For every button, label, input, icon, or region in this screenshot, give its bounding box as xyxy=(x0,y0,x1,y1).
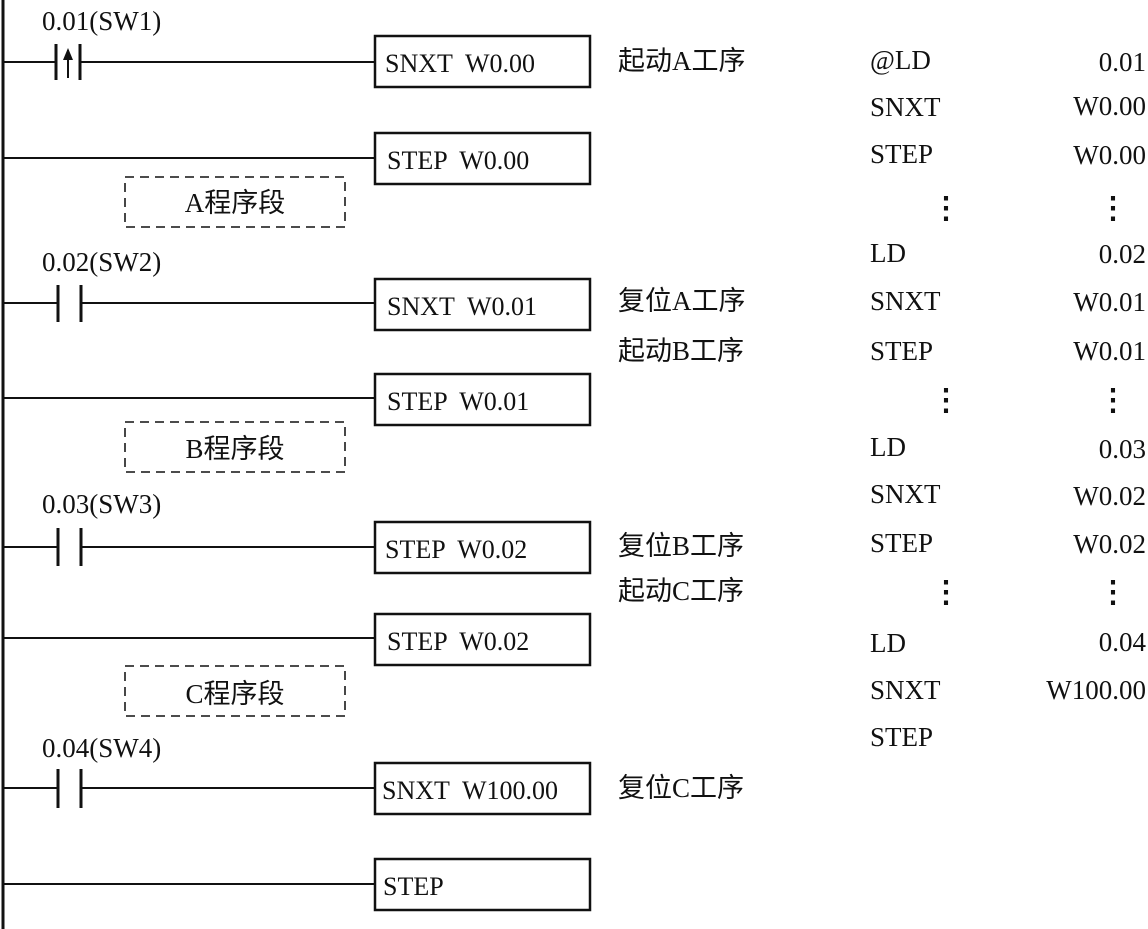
instruction-arg: W0.01 xyxy=(1073,287,1146,317)
instruction-op: @LD xyxy=(870,45,931,75)
instruction-box xyxy=(373,131,592,186)
instruction-arg: W0.02 xyxy=(1073,529,1146,559)
note-reset-c: 复位C工序 xyxy=(618,773,744,803)
instruction-arg: 0.03 xyxy=(1099,434,1146,464)
note-reset-a: 复位A工序 xyxy=(618,286,746,316)
instruction-arg: W0.01 xyxy=(1073,336,1146,366)
ellipsis-vertical: ⋮ xyxy=(1098,384,1128,417)
instruction-box xyxy=(373,34,592,89)
ellipsis-vertical: ⋮ xyxy=(1098,576,1128,609)
rising-edge-arrowhead xyxy=(63,48,73,60)
contact-label-sw2: 0.02(SW2) xyxy=(42,247,161,277)
instruction-op: SNXT xyxy=(870,479,941,509)
note-start-c: 起动C工序 xyxy=(618,576,744,606)
ellipsis-vertical: ⋮ xyxy=(931,384,961,417)
instruction-box-text: STEP W0.02 xyxy=(385,535,527,564)
instruction-arg: 0.04 xyxy=(1099,627,1147,657)
instruction-op: SNXT xyxy=(870,286,941,316)
instruction-box-text: STEP W0.02 xyxy=(387,627,529,656)
instruction-box xyxy=(373,857,592,912)
segment-box-c xyxy=(124,665,346,717)
instruction-list: @LD 0.01 SNXT W0.00 STEP W0.00 ⋮ ⋮ LD 0.… xyxy=(870,45,1147,752)
instruction-arg: W100.00 xyxy=(1046,675,1146,705)
instruction-op: STEP xyxy=(870,528,933,558)
instruction-box-text: STEP xyxy=(383,872,444,901)
note-start-b: 起动B工序 xyxy=(618,336,744,366)
instruction-box xyxy=(373,372,592,427)
instruction-op: LD xyxy=(870,238,906,268)
instruction-op: LD xyxy=(870,628,906,658)
instruction-op: STEP xyxy=(870,722,933,752)
instruction-arg: W0.00 xyxy=(1073,91,1146,121)
contact-label-sw3: 0.03(SW3) xyxy=(42,489,161,519)
instruction-arg: 0.02 xyxy=(1099,239,1146,269)
note-reset-b: 复位B工序 xyxy=(618,531,744,561)
segment-label-b: B程序段 xyxy=(185,434,284,464)
instruction-arg: W0.00 xyxy=(1073,140,1146,170)
instruction-op: STEP xyxy=(870,139,933,169)
instruction-op: LD xyxy=(870,432,906,462)
instruction-box xyxy=(373,612,592,667)
segment-box-a xyxy=(124,176,346,228)
ellipsis-vertical: ⋮ xyxy=(931,192,961,225)
instruction-op: SNXT xyxy=(870,92,941,122)
contact-label-sw1: 0.01(SW1) xyxy=(42,6,161,36)
instruction-arg: 0.01 xyxy=(1099,47,1146,77)
instruction-box-text: STEP W0.00 xyxy=(387,146,529,175)
instruction-box-text: STEP W0.01 xyxy=(387,387,529,416)
ellipsis-vertical: ⋮ xyxy=(931,576,961,609)
instruction-box xyxy=(373,761,592,816)
instruction-box xyxy=(373,520,592,575)
segment-label-a: A程序段 xyxy=(185,188,286,218)
ellipsis-vertical: ⋮ xyxy=(1098,192,1128,225)
segment-label-c: C程序段 xyxy=(185,679,284,709)
segment-box-b xyxy=(124,421,346,473)
note-start-a: 起动A工序 xyxy=(618,46,746,76)
instruction-box-text: SNXT W0.01 xyxy=(387,292,537,321)
instruction-box-text: SNXT W0.00 xyxy=(385,49,535,78)
instruction-arg: W0.02 xyxy=(1073,481,1146,511)
instruction-box xyxy=(373,277,592,332)
instruction-op: SNXT xyxy=(870,675,941,705)
contact-label-sw4: 0.04(SW4) xyxy=(42,733,161,763)
instruction-box-text: SNXT W100.00 xyxy=(382,776,558,805)
instruction-op: STEP xyxy=(870,336,933,366)
